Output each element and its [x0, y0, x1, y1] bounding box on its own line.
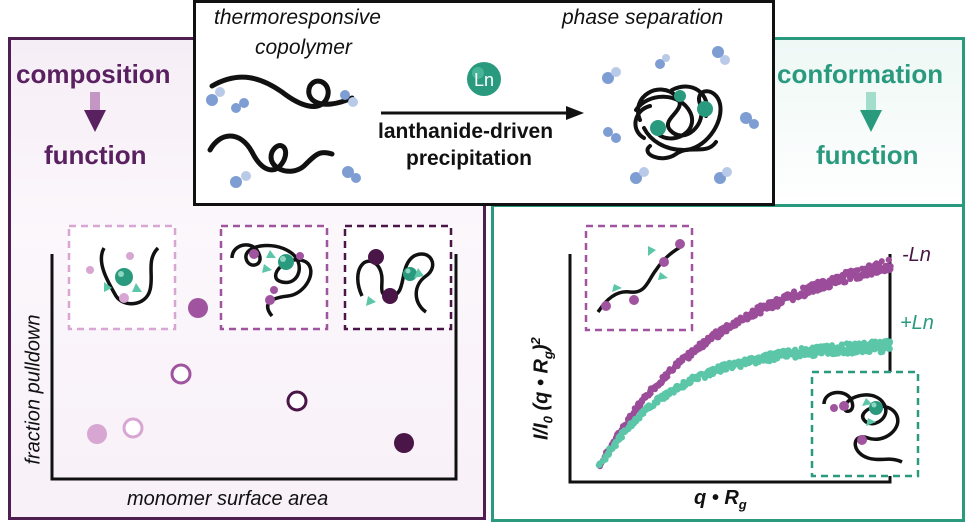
left-x-axis-label: monomer surface area [127, 488, 329, 510]
minus-ln-point [887, 266, 894, 273]
inset-extended-chain [584, 224, 694, 332]
polymer-strand-1 [209, 74, 355, 109]
point-dark-filled [394, 433, 414, 453]
thermoresponsive-label: thermoresponsive [214, 6, 381, 29]
collapsed-chain-polymer [822, 390, 903, 464]
plus-ln-point [854, 349, 861, 356]
ln-ion-label: Ln [474, 70, 494, 90]
point-mid-open [170, 363, 192, 385]
polymer-strand-2 [207, 133, 335, 174]
conformation-down-arrow [860, 92, 882, 132]
right-chart-series [595, 256, 894, 470]
plus-ln-point [704, 372, 711, 379]
minus-ln-point [841, 278, 847, 284]
plus-ln-point [887, 338, 893, 345]
right-x-axis-label: q • Rg [694, 487, 747, 512]
legend-plus-ln: +Ln [900, 312, 934, 334]
plus-ln-point [886, 345, 893, 352]
conformation-heading: conformation [777, 59, 944, 89]
plus-ln-point [784, 353, 791, 360]
composition-heading: composition [16, 59, 171, 89]
point-mid-filled [188, 298, 208, 318]
plus-ln-point [695, 376, 702, 383]
inset-3-polymer [356, 249, 435, 314]
lanthanide-driven-label: lanthanide-driven [378, 120, 554, 143]
function-heading-left: function [44, 140, 147, 170]
minus-ln-point [791, 288, 798, 295]
copolymer-label: copolymer [255, 36, 352, 59]
inset-2-polymer [230, 243, 313, 318]
right-chart-axes [568, 254, 892, 484]
left-chart-axes [50, 254, 458, 481]
precipitation-label: precipitation [406, 147, 533, 170]
point-dark-open [286, 390, 308, 412]
extended-chain-polymer [596, 239, 685, 313]
plus-ln-point [838, 341, 845, 348]
function-heading-right: function [816, 140, 919, 170]
collapsed-globule [633, 84, 723, 161]
inset-1-polymer [86, 246, 160, 306]
minus-ln-point [886, 257, 892, 263]
composition-down-arrow [84, 92, 106, 132]
reaction-arrow-head [566, 106, 584, 120]
plus-ln-point [879, 349, 886, 355]
inset-dark-purple [343, 224, 453, 331]
legend-minus-ln: -Ln [902, 244, 931, 266]
point-light-open [122, 417, 144, 439]
minus-ln-point [835, 279, 842, 286]
minus-ln-point [878, 258, 885, 265]
phase-separation-label: phase separation [562, 6, 724, 29]
left-chart-points [87, 298, 414, 453]
point-light-filled [87, 424, 107, 444]
